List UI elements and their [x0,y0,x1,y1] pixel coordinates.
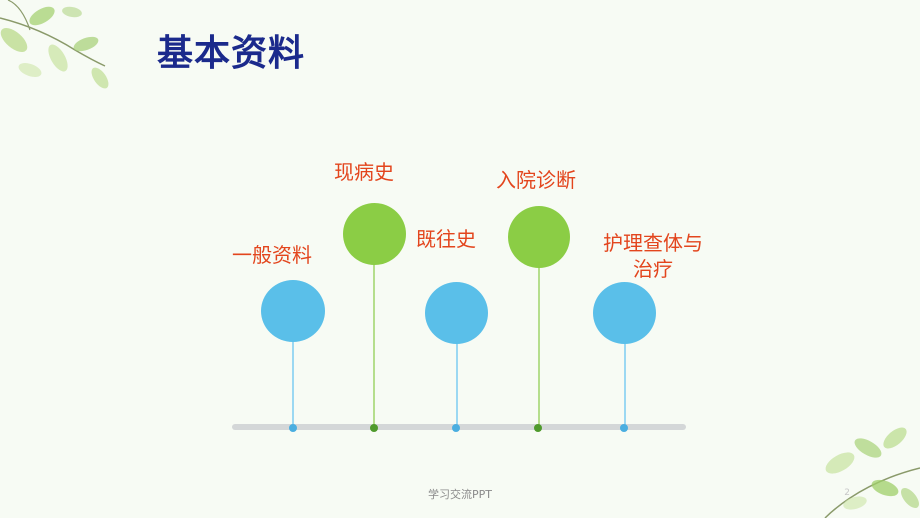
leaf-decoration-bottom-right [824,427,920,518]
timeline-bubble [593,282,656,344]
timeline-dot [534,424,542,432]
timeline-label: 护理查体与 治疗 [596,230,710,282]
timeline-label: 既往史 [416,227,476,251]
timeline-stem [292,338,294,428]
timeline-stem [624,338,626,428]
timeline-bubble [343,203,406,265]
timeline-bubble [261,280,325,342]
page-number: 2 [844,488,850,498]
timeline-bubble [425,282,488,344]
timeline-dot [452,424,460,432]
timeline-dot [620,424,628,432]
timeline-stem [538,262,540,428]
leaf-decoration-top-left [0,0,109,89]
timeline-bubble [508,206,570,268]
timeline-label: 入院诊断 [496,168,576,192]
timeline-dot [289,424,297,432]
slide-title: 基本资料 [157,33,306,74]
timeline-label-line: 护理查体与 [603,231,703,255]
timeline-label-line: 治疗 [633,257,673,281]
timeline-label: 现病史 [334,160,394,184]
timeline-dot [370,424,378,432]
timeline-stem [373,260,375,428]
timeline-label: 一般资料 [232,243,312,267]
timeline-stem [456,340,458,428]
slide-footer: 学习交流PPT [428,488,492,501]
